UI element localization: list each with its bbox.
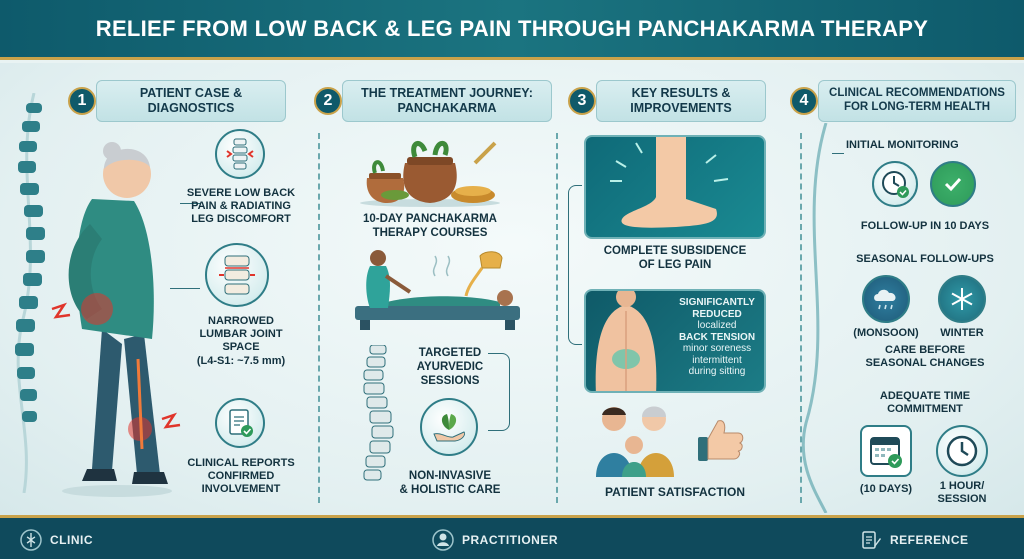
clock-check-icon (872, 161, 918, 207)
connector-line (568, 185, 582, 345)
person-icon (432, 529, 454, 551)
initial-monitoring-caption: INITIAL MONITORING (846, 139, 959, 151)
monsoon-caption: (MONSOON) (853, 327, 919, 339)
elderly-patient-illustration-icon (51, 142, 181, 497)
clinical-report-icon (215, 398, 265, 448)
ayurvedic-treatment-icon (355, 250, 520, 330)
section-divider (800, 133, 802, 503)
section-1-heading: PATIENT CASE &DIAGNOSTICS (96, 80, 286, 122)
holistic-care-icon (420, 398, 478, 456)
section-3-number: 3 (568, 87, 596, 115)
leg-relief-panel (584, 135, 766, 239)
footer-reference: REFERENCE (860, 529, 969, 551)
connector-line (488, 353, 510, 431)
footer-practitioner: PRACTITIONER (432, 529, 558, 551)
satisfaction-caption: PATIENT SATISFACTION (605, 485, 745, 499)
section-2-number: 2 (314, 87, 342, 115)
hour-caption: 1 HOUR/SESSION (937, 480, 987, 506)
page-title: RELIEF FROM LOW BACK & LEG PAIN THROUGH … (95, 15, 929, 41)
calendar-check-icon (860, 425, 912, 477)
winter-caption: WINTER (940, 327, 984, 339)
seasonal-caption: SEASONAL FOLLOW-UPS (856, 253, 994, 265)
holistic-caption: NON-INVASIVE& HOLISTIC CARE (399, 470, 501, 496)
connector-line (180, 203, 200, 204)
foot-icon (610, 137, 729, 228)
spine-illustration-icon (15, 93, 45, 493)
herbs-and-pots-icon (360, 140, 500, 207)
document-pen-icon (862, 531, 881, 549)
checkmark-icon (930, 161, 976, 207)
spine-vertebrae-icon (363, 345, 394, 481)
connector-line (832, 153, 844, 154)
thumbs-up-icon (698, 420, 744, 461)
connector-line (170, 288, 200, 289)
back-icon (595, 291, 657, 391)
section-3-heading: KEY RESULTS &IMPROVEMENTS (596, 80, 766, 122)
section-2-heading: THE TREATMENT JOURNEY:PANCHAKARMA (342, 80, 552, 122)
followup-caption: FOLLOW-UP IN 10 DAYS (860, 220, 990, 232)
narrowed-joint-icon (205, 243, 269, 307)
section-divider (556, 133, 558, 503)
happy-family-icon (596, 406, 674, 477)
header-banner: RELIEF FROM LOW BACK & LEG PAIN THROUGH … (0, 0, 1024, 60)
lumbar-pain-icon (215, 129, 265, 179)
infographic-canvas: 1 PATIENT CASE &DIAGNOSTICS SEVERE LOW B… (0, 63, 1024, 515)
rain-cloud-icon (862, 275, 910, 323)
snowflake-icon (938, 275, 986, 323)
caduceus-icon (20, 529, 42, 551)
clock-icon (936, 425, 988, 477)
footer-bar: CLINIC PRACTITIONER REFERENCE (0, 515, 1024, 559)
footer-clinic: CLINIC (20, 529, 93, 551)
days-caption: (10 DAYS) (859, 483, 913, 495)
section-divider (318, 133, 320, 503)
section-1-number: 1 (68, 87, 96, 115)
decorative-swirl-icon (801, 123, 828, 513)
section-4-number: 4 (790, 87, 818, 115)
